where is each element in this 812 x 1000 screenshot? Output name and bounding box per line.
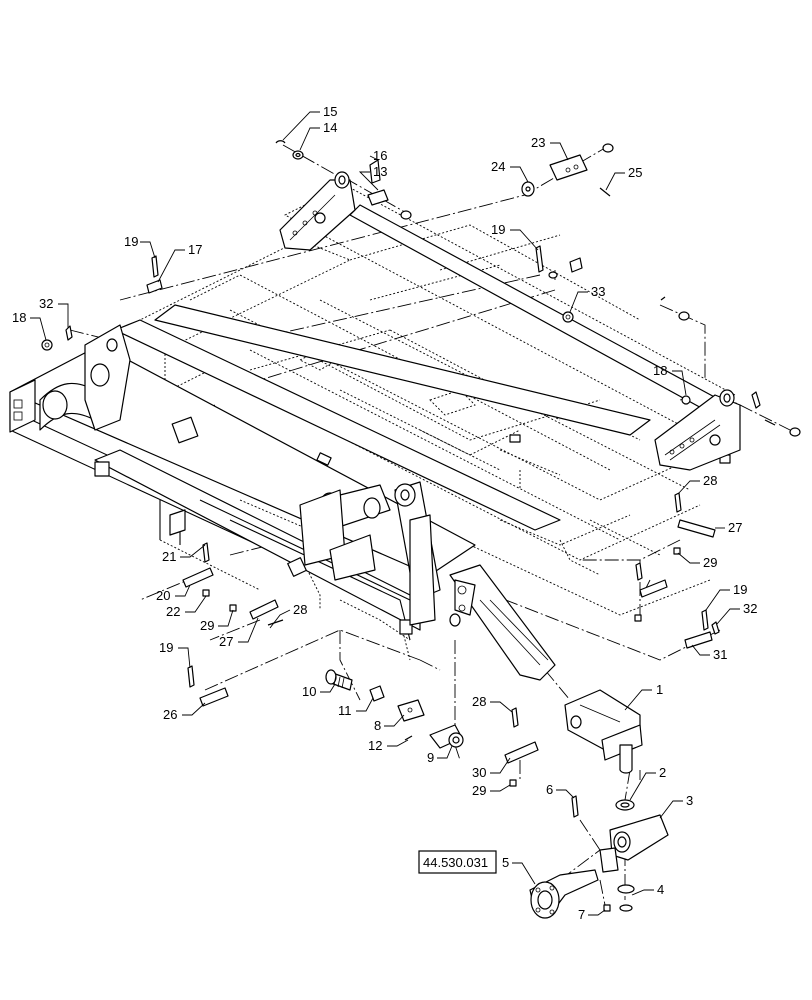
callout-7: 7 <box>578 907 585 922</box>
callout-25: 25 <box>628 165 642 180</box>
callout-32-right: 32 <box>743 601 757 616</box>
callout-16: 16 <box>373 148 387 163</box>
callout-12: 12 <box>368 738 382 753</box>
callout-19-top: 19 <box>491 222 505 237</box>
callout-5: 5 <box>502 855 509 870</box>
callout-29-bottom: 29 <box>472 783 486 798</box>
callout-32-left: 32 <box>39 296 53 311</box>
callout-2: 2 <box>659 765 666 780</box>
callout-28-right: 28 <box>703 473 717 488</box>
leader-lines <box>30 111 740 916</box>
callout-19-right: 19 <box>733 582 747 597</box>
callout-18-right: 18 <box>653 363 667 378</box>
callout-6: 6 <box>546 782 553 797</box>
callout-22: 22 <box>166 604 180 619</box>
caster-assembly <box>529 689 669 919</box>
callout-11: 11 <box>338 703 352 718</box>
callout-19-lower: 19 <box>159 640 173 655</box>
callout-14: 14 <box>323 120 337 135</box>
callout-29-right: 29 <box>703 555 717 570</box>
center-linkage <box>299 481 556 681</box>
callout-23: 23 <box>531 135 545 150</box>
callout-29-left: 29 <box>200 618 214 633</box>
callout-9: 9 <box>427 750 434 765</box>
callout-33: 33 <box>591 284 605 299</box>
callout-24: 24 <box>491 159 505 174</box>
callout-26: 26 <box>163 707 177 722</box>
frame-tubes <box>9 204 731 641</box>
callout-27-right: 27 <box>728 520 742 535</box>
callout-19-left: 19 <box>124 234 138 249</box>
callout-21: 21 <box>162 549 176 564</box>
callout-31: 31 <box>713 647 727 662</box>
callout-17: 17 <box>188 242 202 257</box>
reference-code[interactable]: 44.530.031 <box>423 855 488 870</box>
callout-1: 1 <box>656 682 663 697</box>
callout-8: 8 <box>374 718 381 733</box>
hardware-parts <box>41 140 801 912</box>
callout-3: 3 <box>686 793 693 808</box>
callout-labels: 15 14 16 13 23 24 25 19 17 32 18 33 19 1… <box>12 104 757 922</box>
callout-13: 13 <box>373 164 387 179</box>
reference-link-box[interactable]: 44.530.031 <box>418 850 497 874</box>
callout-20: 20 <box>156 588 170 603</box>
callout-28-bottom: 28 <box>472 694 486 709</box>
callout-30: 30 <box>472 765 486 780</box>
callout-28-left: 28 <box>293 602 307 617</box>
callout-4: 4 <box>657 882 664 897</box>
callout-18-left: 18 <box>12 310 26 325</box>
callout-15: 15 <box>323 104 337 119</box>
callout-27-left: 27 <box>219 634 233 649</box>
callout-10: 10 <box>302 684 316 699</box>
top-pivot-assembly <box>279 171 356 251</box>
right-pivot-assembly <box>654 389 741 471</box>
